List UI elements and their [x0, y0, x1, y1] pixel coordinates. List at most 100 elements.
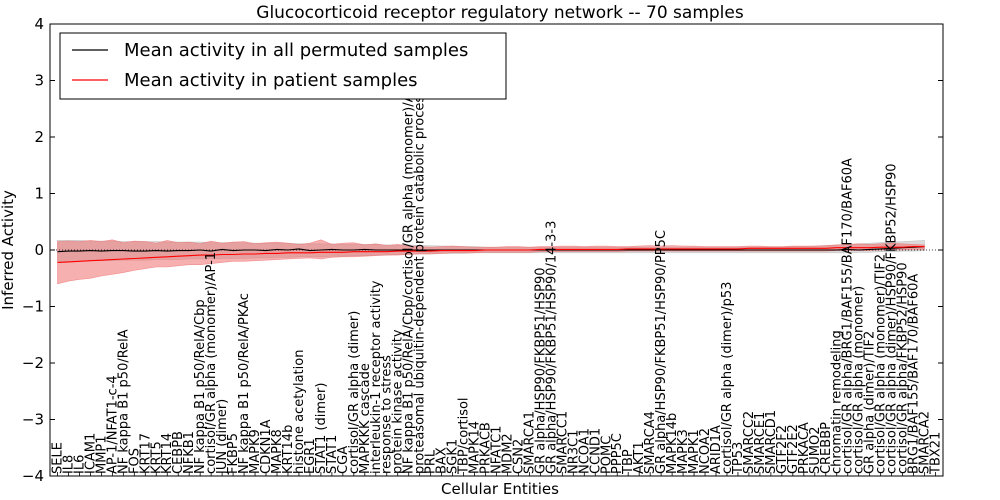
- x-tick-label: protein kinase activity: [391, 329, 406, 474]
- x-tick-label: TP53: [731, 442, 746, 475]
- x-tick-label: MAPK9: [248, 429, 263, 474]
- x-tick-label: MAPK8: [270, 429, 285, 474]
- y-axis-label: Inferred Activity: [0, 190, 17, 310]
- confidence-band-patient: [57, 239, 925, 285]
- x-tick-label: NF kappa B1 p50/RelA/Cbp/cortisol/GR alp…: [402, 73, 417, 474]
- x-tick-label: chromatin remodeling: [830, 330, 845, 474]
- x-tick-label: FOS: [127, 448, 142, 474]
- x-tick-label: IL8: [62, 455, 77, 474]
- x-tick-label: NF kappa B1 p50/RelA/PKAc: [237, 293, 252, 474]
- x-tick-label: NR3C1: [566, 430, 581, 474]
- legend-box: [59, 32, 507, 100]
- y-tick-label: 2: [34, 128, 44, 146]
- legend: Mean activity in all permuted samples Me…: [59, 32, 507, 100]
- x-tick-label: MAPK1: [687, 429, 702, 474]
- x-tick-label: SELE: [51, 442, 66, 474]
- x-tick-label: GR alpha (dimer)/TIF2: [863, 331, 878, 474]
- x-tick-label: MAPKKK cascade: [358, 363, 373, 474]
- x-tick-label: CREBBP: [819, 422, 834, 474]
- x-tick-label: SMARCC1: [555, 411, 570, 474]
- y-tick-label: −1: [22, 298, 44, 316]
- x-tick-label: cortisol/GR alpha (dimer)/HSP90/FKBP52/H…: [885, 163, 900, 474]
- x-tick-label: CSN2: [512, 439, 527, 474]
- x-tick-label: PRKACA: [797, 422, 812, 474]
- x-tick-label: TBP: [621, 449, 636, 475]
- x-tick-label: KRT5: [149, 441, 164, 474]
- x-tick-label: NCOA1: [577, 428, 592, 474]
- x-tick-label: CGA: [336, 446, 351, 474]
- x-tick-label: SMARCA1: [522, 411, 537, 474]
- x-tick-label: cortisol/GR alpha (dimer)/p53: [720, 282, 735, 474]
- x-tick-label: SMARCD1: [764, 410, 779, 474]
- x-tick-label: BRG1/BAF155/BAF170/BAF60A: [907, 274, 922, 474]
- x-tick-label: SMARCC2: [742, 411, 757, 474]
- x-tick-label: GTF2E2: [786, 424, 801, 474]
- x-tick-label: interleukin-1 receptor activity: [369, 280, 384, 474]
- x-tick-label: NFATC1: [490, 426, 505, 474]
- y-tick-label: −4: [22, 467, 44, 485]
- x-tick-label: NF kappa B1 p50/RelA: [116, 329, 131, 474]
- x-tick-label: CEBPB: [171, 431, 186, 474]
- x-tick-label: SMARCE1: [753, 412, 768, 474]
- x-tick-label: MAPK14b: [665, 413, 680, 474]
- y-axis: 4 3 2 1 0 −1 −2 −3 −4: [22, 15, 943, 485]
- y-tick-label: 1: [34, 185, 44, 203]
- x-tick-label: CCND1: [588, 428, 603, 474]
- x-tick-label: EGR1: [303, 438, 318, 474]
- y-tick-label: −3: [22, 411, 44, 429]
- x-tick-label: PPP5C: [610, 433, 625, 474]
- x-tick-label: TBP/cortisol: [457, 397, 472, 475]
- x-tick-label: histone acetylation: [292, 350, 307, 474]
- x-tick-label: SMARCA4: [643, 411, 658, 474]
- x-tick-label: MAPK14: [468, 421, 483, 474]
- x-tick-label: FKBP5: [226, 433, 241, 474]
- x-tick-label: response to stress: [380, 355, 395, 474]
- x-tick-label: ICAM1: [83, 433, 98, 474]
- x-tick-label: STAT1: [325, 435, 340, 474]
- x-tick-label: cortisol/GR alpha (dimer): [347, 311, 362, 474]
- x-tick-label: AKT1: [632, 441, 647, 474]
- x-tick-label: MDM2: [501, 433, 516, 474]
- chart-title: Glucocorticoid receptor regulatory netwo…: [256, 3, 744, 23]
- x-tick-label: PRKACB: [479, 422, 494, 474]
- x-tick-label: NCOA2: [698, 428, 713, 474]
- x-tick-label: STAT1 (dimer): [314, 383, 329, 474]
- series-lines: [57, 246, 925, 263]
- x-tick-label: KRT14b: [281, 425, 296, 474]
- x-tick-label: KRT17: [138, 433, 153, 474]
- legend-label-patient: Mean activity in patient samples: [124, 70, 418, 91]
- x-tick-label: MMP1: [94, 435, 109, 474]
- x-tick-label: KRT14: [160, 433, 175, 474]
- y-tick-label: −2: [22, 354, 44, 372]
- series-line-patient: [57, 246, 925, 263]
- x-tick-label: SGK1: [446, 439, 461, 474]
- legend-label-permuted: Mean activity in all permuted samples: [124, 40, 468, 61]
- x-tick-label: PRL: [424, 449, 439, 474]
- x-tick-label: cortisol/GR alpha (monomer)/TIF2: [874, 254, 889, 474]
- x-tick-label: BAX: [435, 447, 450, 474]
- x-tick-label: SUMO2: [808, 427, 823, 475]
- x-tick-label: proteasomal ubiquitin-dependent protein …: [413, 89, 428, 474]
- x-tick-label: GR alpha/HSP90/FKBP51/HSP90/14-3-3: [544, 221, 559, 474]
- x-tick-label: ARID1A: [709, 425, 724, 474]
- x-tick-label: NFKB1: [182, 431, 197, 474]
- x-tick-label: cortisol/GR alpha/FKBP52/HSP90: [896, 262, 911, 474]
- x-tick-label: GR alpha/HSP90/FKBP51/HSP90/PP5C: [654, 230, 669, 474]
- x-axis-label: Cellular Entities: [441, 480, 559, 498]
- x-tick-label: cortisol/GR alpha/BRG1/BAF155/BAF170/BAF…: [841, 158, 856, 474]
- x-tick-label: GR alpha/HSP90/FKBP51/HSP90: [533, 267, 548, 474]
- y-tick-label: 0: [34, 241, 44, 259]
- x-tick-label: GTF2F2: [775, 425, 790, 474]
- x-tick-label: cortisol/GR alpha (monomer)/AP-1: [204, 252, 219, 474]
- x-tick-label: IL6: [72, 455, 87, 474]
- x-tick-label: SMARCA2: [918, 411, 933, 474]
- x-tick-label: CDKN1A: [259, 419, 274, 474]
- x-tick-label: NF kappa B1 p50/RelA/Cbp: [193, 299, 208, 474]
- y-tick-label: 4: [34, 15, 44, 33]
- x-tick-label: MAPK3: [676, 429, 691, 474]
- y-tick-label: 3: [34, 72, 44, 90]
- x-tick-label: JUN (dimer): [215, 399, 230, 475]
- x-tick-label: POMC: [599, 436, 614, 474]
